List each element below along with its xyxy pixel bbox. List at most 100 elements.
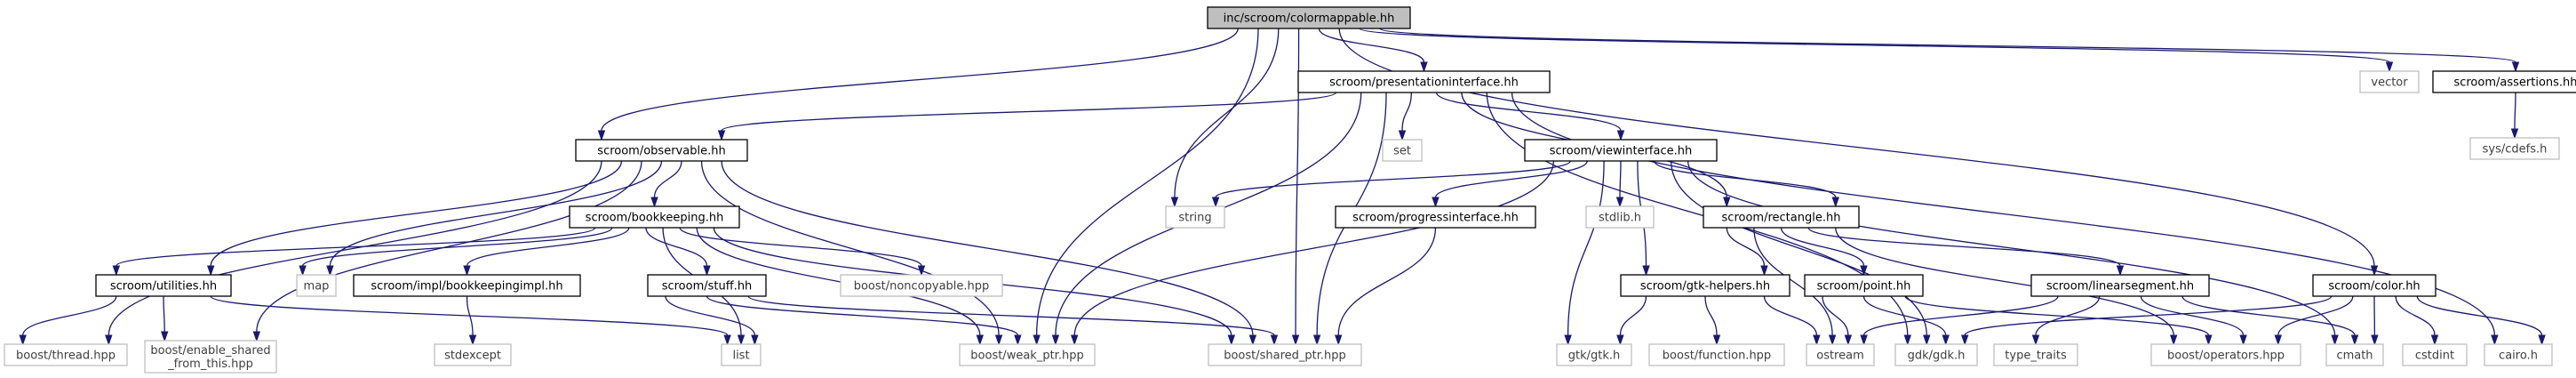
edge-line	[2181, 295, 2356, 336]
node-sharedptr: boost/shared_ptr.hpp	[1208, 343, 1362, 366]
node-box	[1585, 205, 1655, 229]
edge-arrowhead	[1642, 265, 1650, 277]
edge-arrowhead	[917, 265, 926, 277]
node-observable[interactable]: scroom/observable.hh	[575, 139, 748, 162]
edge-line	[1379, 28, 2516, 63]
edge-line	[1964, 295, 2333, 336]
node-label: scroom/presentationinterface.hh	[1329, 76, 1519, 90]
edge-point-to-operators	[1904, 295, 2213, 346]
node-cairo: cairo.h	[2484, 343, 2553, 366]
node-presint[interactable]: scroom/presentationinterface.hh	[1297, 70, 1551, 93]
edge-line	[721, 160, 1254, 336]
edge-arrowhead	[1616, 334, 1624, 346]
node-label: set	[1393, 145, 1411, 158]
node-linseg[interactable]: scroom/linearsegment.hh	[2030, 274, 2210, 297]
edge-color-to-operators	[2274, 295, 2354, 346]
edge-line	[301, 227, 613, 267]
node-label: boost/shared_ptr.hpp	[1224, 350, 1346, 363]
node-box	[1297, 70, 1551, 93]
edge-arrowhead	[1960, 334, 1969, 346]
edge-color-to-cairo	[2416, 295, 2546, 346]
edge-root-to-assertions	[1379, 28, 2520, 73]
edge-presint-to-viewint	[1436, 92, 1625, 141]
edge-bookkeeping-to-weakptr	[696, 227, 985, 346]
edge-line	[1671, 160, 1927, 336]
node-vector: vector	[2359, 70, 2420, 93]
node-box	[575, 139, 748, 162]
edge-root-to-color	[1338, 28, 2379, 277]
node-weakptr: boost/weak_ptr.hpp	[959, 343, 1096, 366]
node-assertions[interactable]: scroom/assertions.hh	[2432, 70, 2576, 93]
node-label: list	[732, 350, 749, 363]
edge-observable-to-weakptr	[700, 160, 1003, 346]
edge-line	[653, 160, 682, 198]
edge-arrowhead	[105, 334, 113, 346]
edge-line	[22, 295, 117, 336]
edge-arrowhead	[1616, 130, 1625, 141]
node-box	[1804, 274, 1924, 297]
edge-rectangle-to-point	[1780, 227, 1868, 277]
node-label: scroom/assertions.hh	[2453, 76, 2576, 90]
edge-arrowhead	[1828, 334, 1837, 346]
node-box	[1165, 205, 1225, 229]
node-progint[interactable]: scroom/progressinterface.hh	[1335, 205, 1536, 229]
node-box	[2484, 343, 2553, 366]
node-point[interactable]: scroom/point.hh	[1804, 274, 1924, 297]
edge-viewint-to-string	[1211, 160, 1571, 208]
edge-arrowhead	[2274, 334, 2283, 346]
edge-bookkeeping-to-map	[299, 227, 613, 277]
edge-rectangle-to-gtkhelpers	[1726, 227, 1768, 277]
node-box	[2432, 70, 2576, 93]
node-operators: boost/operators.hpp	[2150, 343, 2301, 366]
edge-line	[210, 295, 729, 336]
node-bookkeeping[interactable]: scroom/bookkeeping.hh	[569, 205, 740, 229]
edge-line	[1753, 227, 1833, 336]
node-box	[1207, 6, 1411, 29]
node-root[interactable]: inc/scroom/colormappable.hh	[1207, 6, 1411, 29]
node-box	[2030, 274, 2210, 297]
edge-arrowhead	[1831, 197, 1839, 208]
node-box	[95, 274, 232, 297]
node-bkimpl[interactable]: scroom/impl/bookkeepingimpl.hh	[353, 274, 581, 297]
edge-linseg-to-typetraits	[2031, 295, 2101, 346]
edge-arrowhead	[2169, 334, 2178, 346]
edge-arrowhead	[703, 265, 711, 277]
edge-arrowhead	[2538, 334, 2546, 346]
edge-arrowhead	[1248, 334, 1257, 346]
node-gtkhelpers[interactable]: scroom/gtk-helpers.hh	[1620, 274, 1790, 297]
edge-arrowhead	[1813, 334, 1821, 346]
node-viewint[interactable]: scroom/viewinterface.hh	[1524, 139, 1718, 162]
edge-line	[1436, 92, 1622, 132]
node-label: vector	[2371, 76, 2408, 90]
node-box	[1703, 205, 1860, 229]
node-set: set	[1382, 139, 1423, 162]
edge-viewint-to-progint	[1432, 160, 1588, 208]
edge-bookkeeping-to-noncopyable	[679, 227, 926, 277]
edge-viewint-to-weakptr	[1070, 160, 1555, 346]
edge-line	[2395, 295, 2436, 336]
node-label: scroom/utilities.hh	[110, 280, 217, 294]
node-label: scroom/impl/bookkeepingimpl.hh	[371, 280, 562, 294]
edge-line	[679, 227, 922, 267]
node-color[interactable]: scroom/color.hh	[2312, 274, 2436, 297]
edge-arrowhead	[1051, 334, 1060, 346]
node-utilities[interactable]: scroom/utilities.hh	[95, 274, 232, 297]
edge-line	[116, 227, 596, 267]
node-sysdefs: sys/cdefs.h	[2469, 137, 2560, 160]
node-label: scroom/progressinterface.hh	[1352, 212, 1519, 225]
edge-arrowhead	[2430, 334, 2439, 346]
edge-linseg-to-cmath	[2181, 295, 2359, 346]
node-label: scroom/bookkeeping.hh	[586, 212, 724, 225]
node-label: boost/function.hpp	[1663, 350, 1771, 363]
node-stuff[interactable]: scroom/stuff.hh	[647, 274, 767, 297]
edge-stuff-to-sharedptr	[747, 295, 1279, 346]
edge-line	[1359, 28, 2390, 63]
node-label: inc/scroom/colormappable.hh	[1224, 12, 1395, 26]
edge-point-to-gdkgdk	[1862, 295, 1950, 346]
node-box	[840, 274, 1003, 297]
node-string: string	[1165, 205, 1225, 229]
edge-arrowhead	[1334, 334, 1343, 346]
node-rectangle[interactable]: scroom/rectangle.hh	[1703, 205, 1860, 229]
edge-arrowhead	[1291, 334, 1300, 346]
node-label: gdk/gdk.h	[1908, 350, 1966, 363]
